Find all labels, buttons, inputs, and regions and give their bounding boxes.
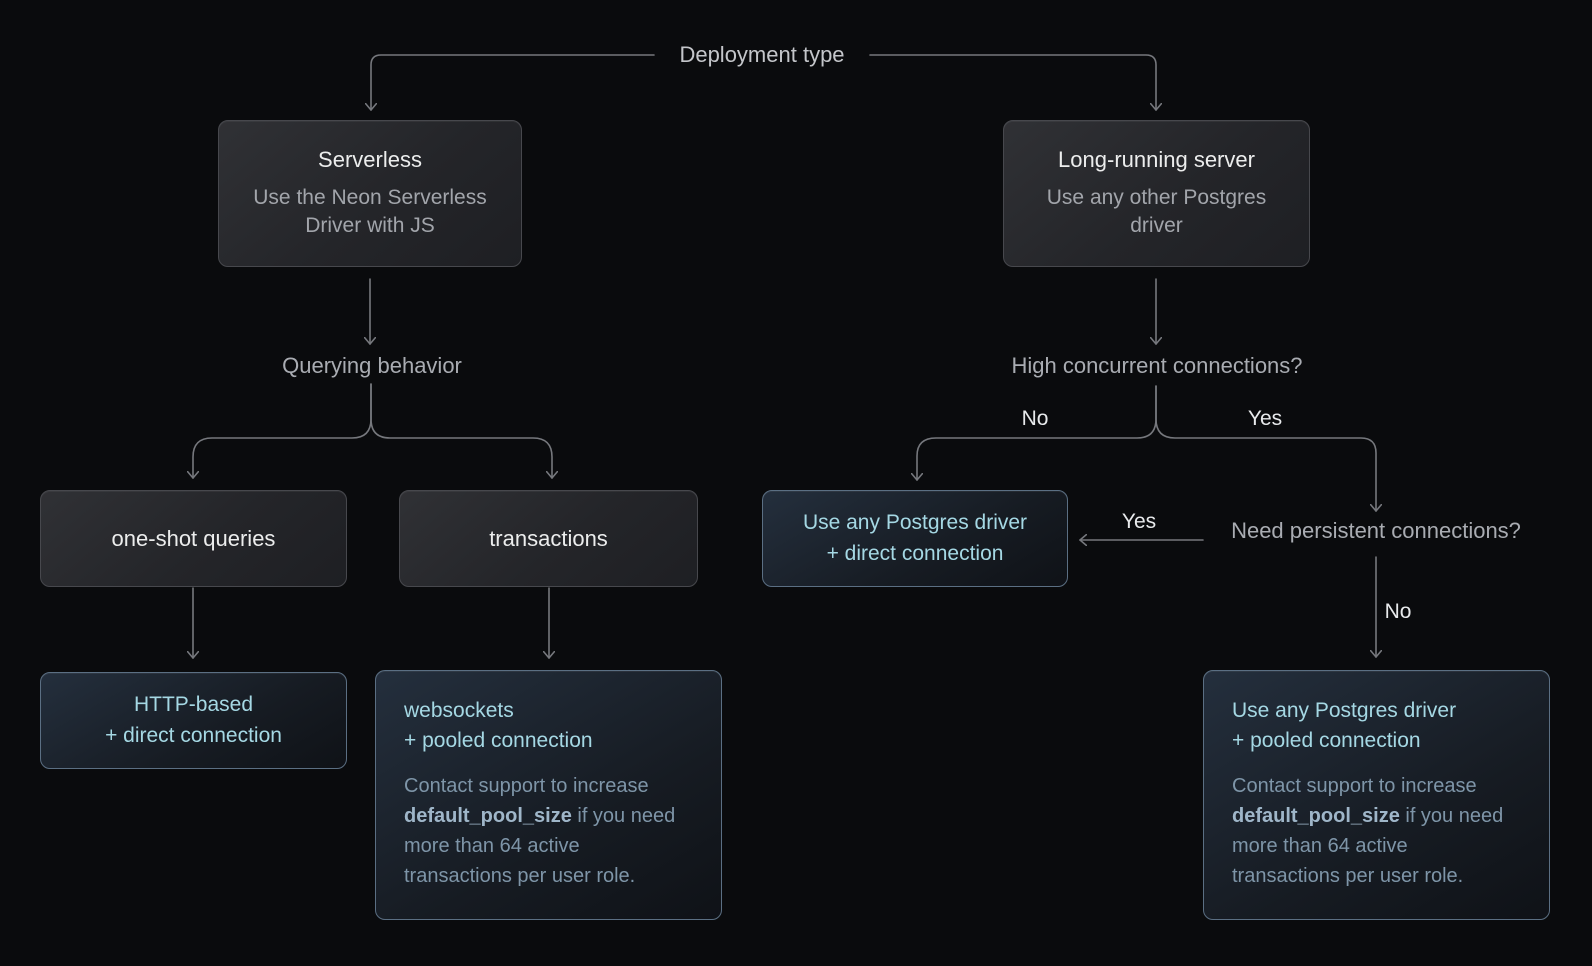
root-label: Deployment type	[679, 42, 845, 67]
http-direct-node: HTTP-based + direct connection	[40, 672, 347, 769]
any-driver-direct-line1: Use any Postgres driver	[802, 511, 1028, 535]
note-text-pre: Contact support to increase	[1232, 775, 1477, 798]
any-driver-pooled-line1: Use any Postgres driver	[1232, 699, 1457, 722]
need-persistent-label: Need persistent connections?	[1231, 518, 1521, 543]
edge-root-to-serverless	[371, 54, 655, 111]
edge-querying-to-one-shot	[193, 383, 372, 479]
note-text-pre: Contact support to increase	[404, 775, 649, 798]
any-driver-direct-node: Use any Postgres driver + direct connect…	[762, 490, 1068, 587]
one-shot-queries-label: one-shot queries	[111, 525, 276, 551]
edge-high-concurrent-no	[917, 385, 1157, 481]
websockets-pooled-line1: websockets	[404, 699, 514, 722]
querying-behavior-label: Querying behavior	[282, 353, 462, 378]
long-running-subtitle: Use any other Postgres driver	[1046, 185, 1267, 237]
high-concurrent-label: High concurrent connections?	[1011, 353, 1303, 378]
edge-label-high-yes: Yes	[1247, 407, 1283, 430]
note-text-post: if you need more than 64 active transact…	[404, 805, 676, 888]
one-shot-queries-node: one-shot queries	[40, 490, 347, 587]
note-text-post: if you need more than 64 active transact…	[1232, 805, 1504, 888]
note-code-default-pool-size: default_pool_size	[1232, 805, 1400, 828]
any-driver-direct-line2: + direct connection	[826, 541, 1004, 565]
edge-root-to-long-running	[869, 54, 1156, 111]
http-direct-line2: + direct connection	[105, 723, 282, 747]
any-driver-pooled-node: Use any Postgres driver + pooled connect…	[1203, 670, 1550, 920]
websockets-pooled-line2: + pooled connection	[404, 729, 593, 753]
websockets-pooled-node: websockets + pooled connection Contact s…	[375, 670, 722, 920]
pool-size-support-note: Contact support to increase default_pool…	[404, 771, 693, 891]
any-driver-pooled-line2: + pooled connection	[1232, 729, 1421, 753]
pool-size-support-note: Contact support to increase default_pool…	[1232, 771, 1521, 891]
serverless-subtitle: Use the Neon Serverless Driver with JS	[253, 185, 487, 237]
transactions-label: transactions	[489, 525, 608, 551]
serverless-title: Serverless	[318, 146, 422, 172]
long-running-title: Long-running server	[1058, 146, 1255, 172]
long-running-node: Long-running server Use any other Postgr…	[1003, 120, 1310, 267]
edge-label-persistent-no: No	[1384, 600, 1412, 623]
edge-querying-to-transactions	[370, 383, 552, 479]
edge-high-concurrent-yes	[1155, 385, 1376, 512]
serverless-node: Serverless Use the Neon Serverless Drive…	[218, 120, 522, 267]
edge-label-high-no: No	[1021, 407, 1049, 430]
transactions-node: transactions	[399, 490, 698, 587]
http-direct-line1: HTTP-based	[133, 693, 254, 717]
note-code-default-pool-size: default_pool_size	[404, 805, 572, 828]
edge-label-persistent-yes: Yes	[1121, 510, 1157, 533]
